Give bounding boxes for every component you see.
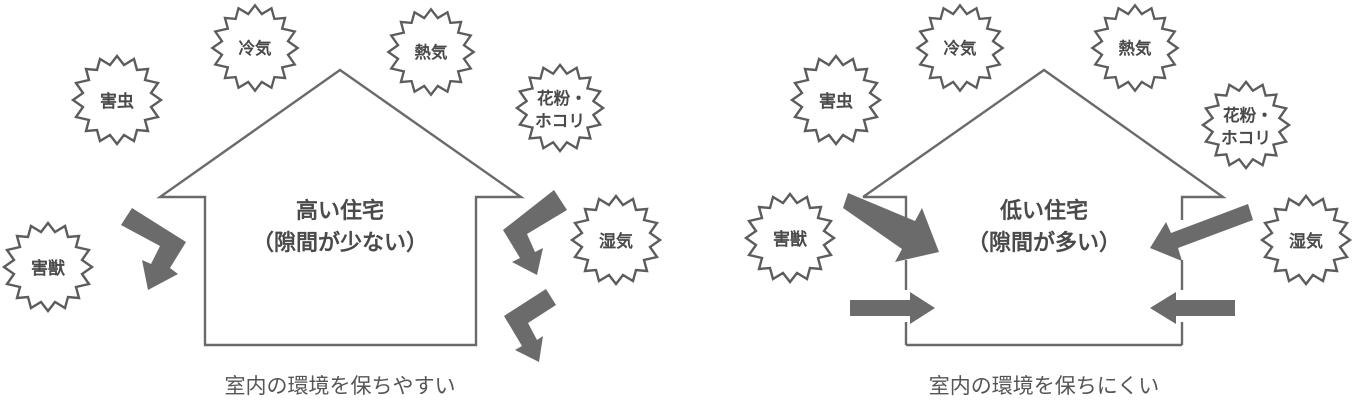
right-panel: 低い住宅 （隙間が多い） 害虫 冷気 熱気 花粉・ ホコリ 湿気 害獣 — [744, 4, 1352, 398]
star-pests: 害虫 — [790, 54, 882, 146]
house-outline-leaky — [862, 68, 1227, 347]
left-panel: 高い住宅 （隙間が少ない） 害虫 冷気 熱気 花粉・ ホコリ 湿気 害獣 — [2, 4, 662, 398]
svg-text:害虫: 害虫 — [819, 91, 853, 112]
star-hot-air: 熱気 — [387, 8, 475, 96]
svg-text:湿気: 湿気 — [1289, 231, 1323, 252]
deflected-arrow-right-lower — [504, 289, 556, 362]
svg-text:害虫: 害虫 — [100, 91, 134, 112]
svg-text:熱気: 熱気 — [1119, 38, 1152, 58]
star-cold-air: 冷気 — [211, 4, 299, 92]
star-pests: 害虫 — [71, 54, 163, 146]
star-pollen-dust: 花粉・ ホコリ — [515, 63, 605, 153]
svg-text:湿気: 湿気 — [599, 231, 633, 252]
entering-arrow-left-diagonal — [843, 193, 939, 262]
star-cold-air: 冷気 — [916, 4, 1004, 92]
caption-hard-to-maintain: 室内の環境を保ちにくい — [929, 374, 1160, 398]
star-humidity: 湿気 — [1260, 194, 1352, 286]
svg-text:ホコリ: ホコリ — [1221, 129, 1271, 148]
deflected-arrow-left — [121, 208, 186, 290]
star-pollen-dust: 花粉・ ホコリ — [1201, 80, 1291, 170]
entering-arrow-right-horizontal — [1150, 292, 1235, 324]
svg-text:害獣: 害獣 — [31, 258, 66, 279]
svg-text:熱気: 熱気 — [415, 42, 448, 62]
svg-text:花粉・: 花粉・ — [537, 88, 587, 108]
svg-text:害獣: 害獣 — [773, 229, 808, 250]
house-title-low: 低い住宅 — [999, 198, 1088, 224]
star-humidity: 湿気 — [570, 194, 662, 286]
house-subtitle-few-gaps: （隙間が少ない） — [252, 230, 428, 256]
svg-text:ホコリ: ホコリ — [535, 112, 585, 131]
house-outline-tight — [156, 68, 525, 347]
entering-arrow-left-horizontal — [850, 292, 935, 324]
svg-text:花粉・: 花粉・ — [1223, 105, 1273, 125]
house-subtitle-many-gaps: （隙間が多い） — [967, 230, 1121, 256]
star-vermin: 害獣 — [2, 221, 94, 313]
entering-arrow-right-diagonal — [1150, 204, 1253, 261]
star-vermin: 害獣 — [744, 192, 836, 284]
house-title-high: 高い住宅 — [296, 198, 384, 224]
svg-text:冷気: 冷気 — [239, 38, 272, 58]
caption-easy-to-maintain: 室内の環境を保ちやすい — [225, 374, 456, 398]
svg-text:冷気: 冷気 — [944, 38, 977, 58]
deflected-arrow-right-upper — [503, 190, 567, 275]
star-hot-air: 熱気 — [1091, 4, 1179, 92]
